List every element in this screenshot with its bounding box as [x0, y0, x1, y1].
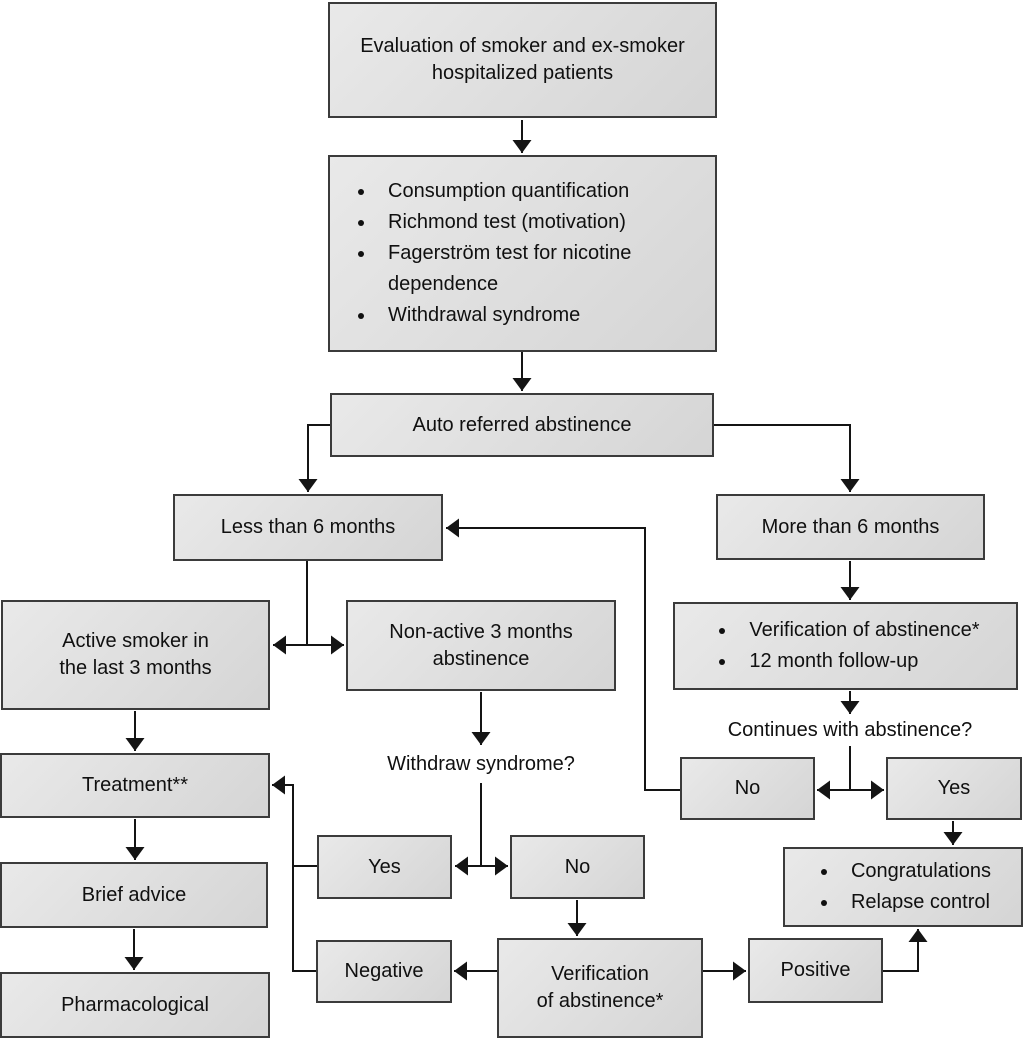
bullet-item: Congratulations — [839, 856, 991, 887]
assessment-bullet-list: Consumption quantification Richmond test… — [330, 176, 715, 331]
node-auto-referred: Auto referred abstinence — [330, 393, 714, 457]
bullet-item: 12 month follow-up — [737, 646, 979, 677]
bullet-item: Withdrawal syndrome — [376, 300, 705, 331]
withdraw-syndrome-question: Withdraw syndrome? — [387, 753, 575, 775]
node-yes-continues: Yes — [886, 757, 1022, 820]
node-less-than-6-months: Less than 6 months — [173, 494, 443, 561]
node-treatment: Treatment** — [0, 753, 270, 818]
node-positive: Positive — [748, 938, 883, 1003]
connector-positive-to-congratulations — [883, 929, 928, 972]
node-active-smoker: Active smoker in the last 3 months — [1, 600, 270, 710]
node-pharmacological: Pharmacological — [0, 972, 270, 1038]
node-more-than-6-months-label: More than 6 months — [761, 515, 940, 538]
node-no-withdraw: No — [510, 835, 645, 899]
bullet-item: Relapse control — [839, 887, 991, 918]
bullet-item: Verification of abstinence* — [737, 615, 979, 646]
node-active-smoker-label: Active smoker in the last 3 months — [59, 630, 212, 679]
node-yes-withdraw: Yes — [317, 835, 452, 899]
node-no-continues-label: No — [734, 777, 761, 799]
bullet-item: Consumption quantification — [376, 176, 705, 207]
bullet-item: Richmond test (motivation) — [376, 207, 705, 238]
node-yes-continues-label: Yes — [937, 777, 971, 799]
bullet-item: Fagerström test for nicotine dependence — [376, 238, 705, 300]
node-treatment-label: Treatment** — [82, 774, 188, 796]
connector-auto-referred-to-more-than-6 — [714, 424, 860, 492]
node-brief-advice-label: Brief advice — [81, 883, 187, 906]
node-evaluation: Evaluation of smoker and ex-smoker hospi… — [328, 2, 717, 118]
node-non-active-abstinence-label: Non-active 3 months abstinence — [389, 620, 573, 670]
connector-yes-withdraw-to-treatment — [272, 775, 317, 867]
node-evaluation-label: Evaluation of smoker and ex-smoker hospi… — [360, 35, 685, 84]
node-yes-withdraw-label: Yes — [368, 855, 401, 878]
connector-negative-join — [292, 866, 316, 972]
node-negative-label: Negative — [344, 960, 424, 982]
node-verification-followup: Verification of abstinence* 12 month fol… — [673, 602, 1018, 690]
node-negative: Negative — [316, 940, 452, 1003]
node-no-withdraw-label: No — [564, 855, 591, 878]
node-more-than-6-months: More than 6 months — [716, 494, 985, 560]
node-less-than-6-months-label: Less than 6 months — [220, 516, 396, 538]
node-positive-label: Positive — [780, 959, 851, 981]
node-assessment: Consumption quantification Richmond test… — [328, 155, 717, 352]
connector-auto-referred-to-less-than-6 — [298, 424, 330, 492]
node-verification-abstinence: Verification of abstinence* — [497, 938, 703, 1038]
node-brief-advice: Brief advice — [0, 862, 268, 928]
continues-with-abstinence-question: Continues with abstinence? — [727, 719, 973, 741]
node-auto-referred-label: Auto referred abstinence — [412, 413, 632, 436]
node-pharmacological-label: Pharmacological — [61, 993, 209, 1016]
congratulations-bullet-list: Congratulations Relapse control — [805, 856, 1001, 918]
node-congratulations: Congratulations Relapse control — [783, 847, 1023, 927]
node-verification-abstinence-label: Verification of abstinence* — [536, 963, 664, 1012]
node-non-active-abstinence: Non-active 3 months abstinence — [346, 600, 616, 691]
node-no-continues: No — [680, 757, 815, 820]
verification-followup-bullet-list: Verification of abstinence* 12 month fol… — [701, 615, 989, 677]
